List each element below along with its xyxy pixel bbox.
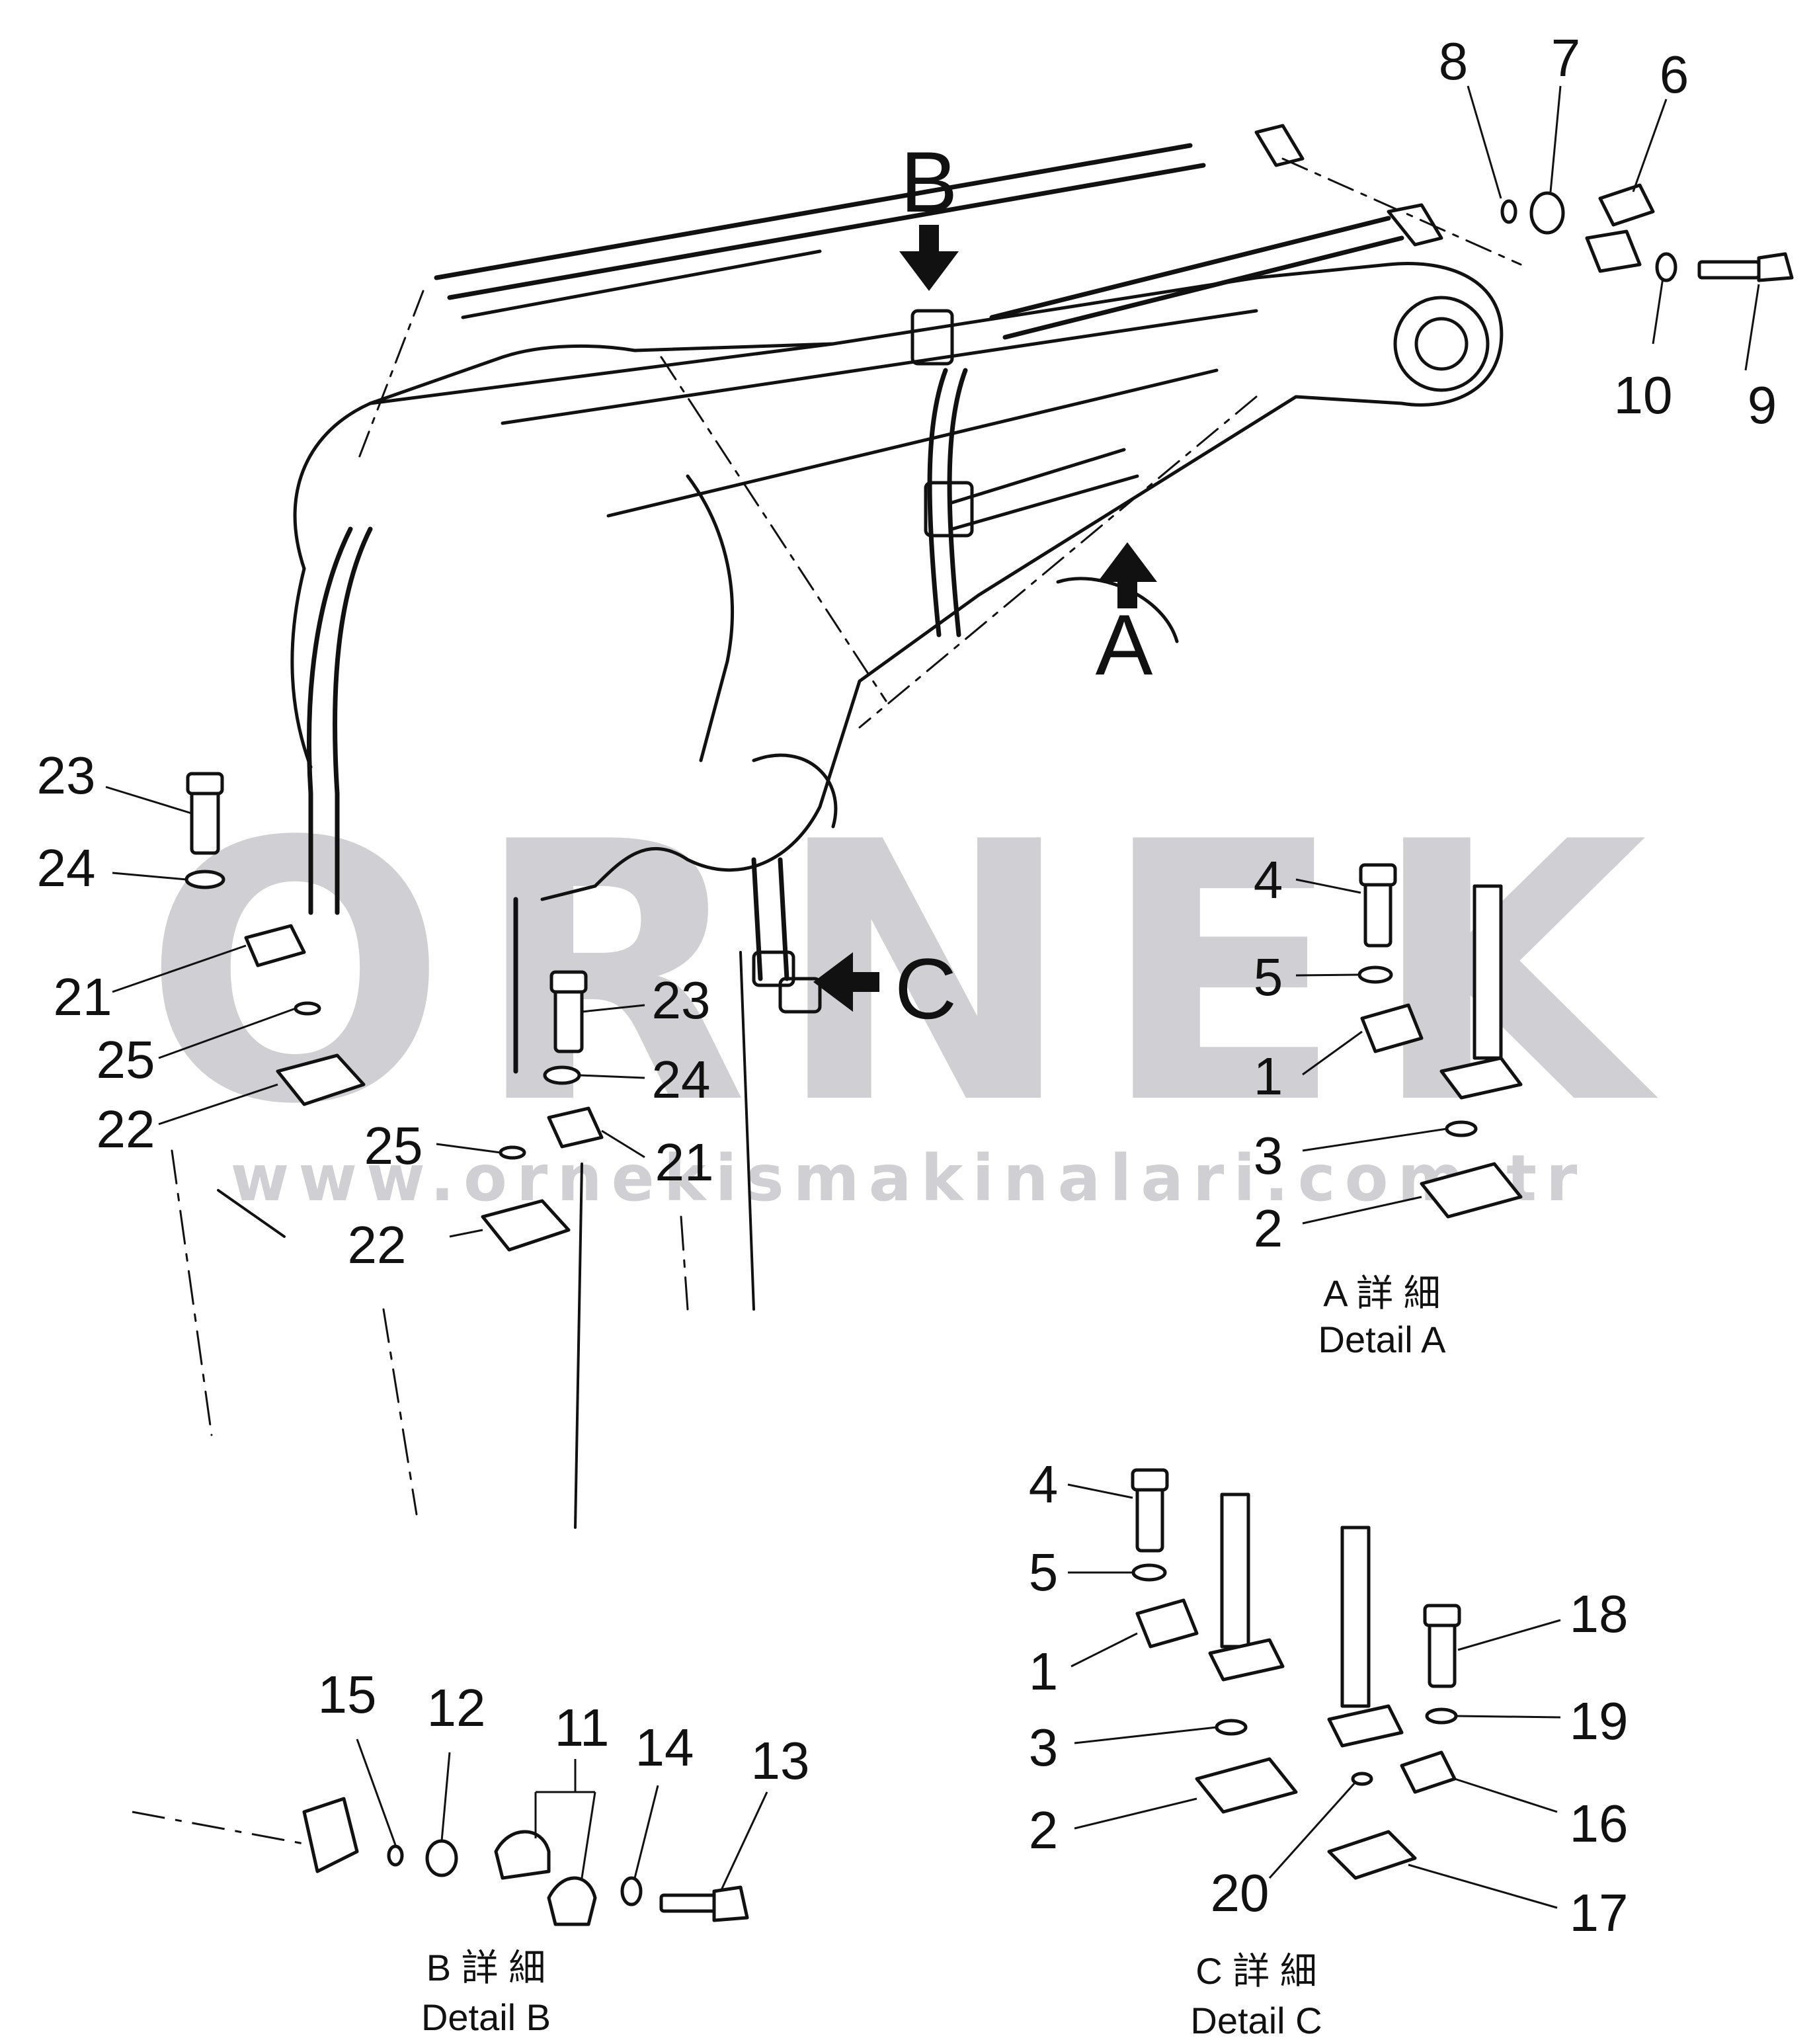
watermark: ORNEK www.ornekismakinalari.com.tr [143,767,1674,1215]
detail-c-caption-en: Detail C [1190,2000,1322,2041]
callout-22-center: 22 [348,1215,407,1274]
detail-c-caption-jp: C 詳 細 [1195,1950,1317,1992]
detail-c-callout-3: 3 [1029,1718,1059,1777]
callout-10: 10 [1614,366,1673,425]
detail-b-caption-jp: B 詳 細 [426,1947,545,1988]
view-arrow-c: C [813,940,957,1037]
callout-22-left: 22 [97,1100,155,1159]
callout-23-center: 23 [652,971,711,1030]
callout-25-left: 25 [97,1030,155,1089]
callout-25-center: 25 [364,1116,423,1175]
detail-b-callout-14: 14 [635,1718,694,1777]
detail-c-callout-19: 19 [1570,1692,1629,1750]
view-arrow-b: B [899,134,959,291]
detail-b-callout-15: 15 [318,1665,377,1724]
callout-24-left: 24 [37,838,96,897]
callout-21-center: 21 [655,1133,714,1192]
detail-c: 4 5 1 3 2 18 19 16 20 17 C 詳 細 Detail C [1029,1455,1629,2041]
detail-c-callout-5: 5 [1029,1543,1059,1602]
detail-c-callout-1: 1 [1029,1642,1059,1701]
detail-c-callout-16: 16 [1570,1794,1629,1853]
detail-a-callout-1: 1 [1254,1047,1283,1106]
watermark-url: www.ornekismakinalari.com.tr [231,1141,1587,1215]
exploded-parts-main [184,183,1794,1252]
main-callout-labels: 8 7 6 10 9 23 24 21 25 22 23 24 25 21 22 [37,28,1777,1274]
callout-8: 8 [1439,32,1469,91]
callout-24-center: 24 [652,1050,711,1109]
detail-a-caption-en: Detail A [1318,1319,1447,1360]
callout-7: 7 [1551,28,1581,87]
detail-a: 4 5 1 3 2 A 詳 細 Detail A [1254,850,1523,1360]
detail-b-callout-11: 11 [554,1698,609,1757]
detail-c-callout-17: 17 [1570,1883,1629,1942]
callout-23-left: 23 [37,746,96,805]
view-arrow-a-label: A [1096,596,1153,693]
view-arrow-c-label: C [895,940,957,1037]
detail-c-callout-20: 20 [1211,1863,1270,1922]
detail-b-caption-en: Detail B [421,1996,551,2038]
detail-b: 15 12 11 14 13 B 詳 細 Detail B [132,1665,809,2038]
view-arrow-b-label: B [901,134,958,230]
detail-a-caption-jp: A 詳 細 [1323,1272,1440,1314]
detail-c-callout-2: 2 [1029,1801,1059,1860]
callout-6: 6 [1660,45,1689,104]
detail-a-callout-4: 4 [1254,850,1283,909]
callout-21-left: 21 [54,967,112,1026]
watermark-brand: ORNEK [143,767,1674,1182]
view-arrow-a: A [1096,542,1157,693]
detail-a-callout-5: 5 [1254,948,1283,1006]
detail-b-callout-13: 13 [751,1731,810,1790]
detail-a-callout-2: 2 [1254,1199,1283,1258]
main-callouts [105,85,1760,1238]
detail-c-callout-18: 18 [1570,1584,1629,1643]
detail-b-callout-12: 12 [427,1678,486,1737]
detail-a-callout-3: 3 [1254,1126,1283,1185]
callout-9: 9 [1748,376,1777,434]
detail-c-callout-4: 4 [1029,1455,1059,1514]
